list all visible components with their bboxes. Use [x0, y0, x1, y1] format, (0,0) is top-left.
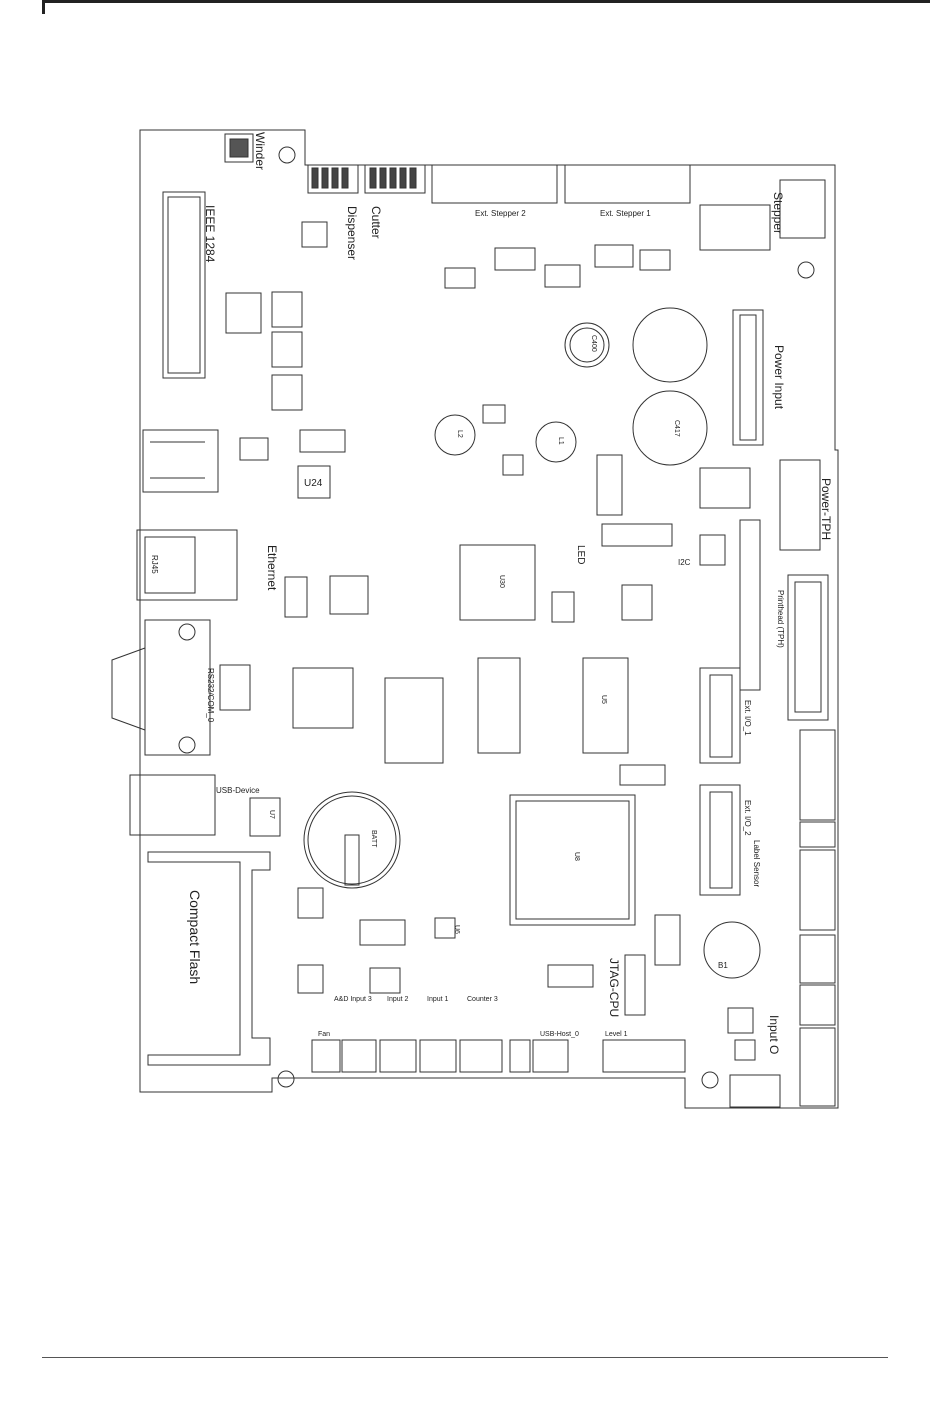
label-c400: C400: [590, 335, 597, 352]
label-ext-io-2: Ext. I/O_2: [743, 800, 752, 836]
label-printhead: Printhead (TPH): [776, 590, 785, 648]
label-l1: L1: [557, 437, 564, 445]
label-u8: U8: [573, 852, 580, 861]
label-cutter: Cutter: [369, 206, 383, 239]
printhead-connector: [787, 574, 829, 721]
input-o-connector: [729, 1074, 781, 1108]
ieee1284-header: [162, 191, 206, 379]
page-top-rule: [42, 0, 930, 14]
label-u6: U6: [453, 925, 460, 934]
chip-u15: [582, 657, 629, 754]
usb-host-0-connector: [509, 1039, 531, 1073]
chip-u8: [509, 794, 636, 926]
power-tph-connector: [779, 459, 821, 551]
ext-io-2-connector: [699, 784, 741, 896]
label-u30: U30: [498, 575, 505, 588]
label-i2c: I2C: [678, 558, 691, 567]
winder-connector: [224, 133, 254, 163]
label-u24: U24: [304, 478, 323, 489]
chip-u24: [297, 465, 331, 499]
label-dispenser: Dispenser: [345, 206, 359, 260]
battery-batt: [303, 791, 401, 889]
label-jtag-cpu: JTAG-CPU: [607, 958, 621, 1017]
input-1-connector: [419, 1039, 457, 1073]
level-1-connector: [602, 1039, 686, 1073]
dispenser-connector: [307, 164, 359, 194]
mount-hole: [277, 1070, 295, 1088]
label-stepper: Stepper: [771, 192, 785, 234]
chip-u13: [477, 657, 521, 754]
stepper-connector: [779, 179, 826, 239]
inductor-l1: [535, 421, 577, 463]
input-2-connector: [379, 1039, 417, 1073]
label-usb-host: USB-Host_0: [540, 1031, 579, 1038]
label-usb-device: USB-Device: [216, 786, 260, 795]
chip-u18: [292, 667, 354, 729]
label-power-input: Power Input: [772, 345, 786, 410]
label-ieee1284: IEEE 1284: [203, 205, 217, 263]
label-batt: BATT: [370, 830, 377, 848]
label-ext-io-1: Ext. I/O_1: [743, 700, 752, 736]
cutter-connector: [364, 164, 426, 194]
cap-c417: [632, 390, 708, 466]
label-label-sensor: Label Sensor: [752, 840, 761, 887]
label-input-2: Input 2: [387, 996, 409, 1003]
ext-stepper-2-connector: [431, 164, 558, 204]
label-l2: L2: [456, 430, 463, 438]
label-ext-stepper-2: Ext. Stepper 2: [475, 209, 526, 218]
page-bottom-rule: [42, 1357, 888, 1358]
label-ethernet: Ethernet: [265, 545, 279, 591]
label-input-o: Input O: [767, 1015, 781, 1054]
label-power-tph: Power-TPH: [819, 478, 833, 540]
label-ad-input-3: A&D Input 3: [334, 996, 372, 1003]
label-level-1: Level 1: [605, 1031, 628, 1038]
level-1a-connector: [532, 1039, 569, 1073]
cap-c416: [632, 307, 708, 383]
ad-input-3-connector: [341, 1039, 377, 1073]
board-outline: [139, 129, 839, 1109]
label-winder: Winder: [253, 132, 267, 170]
rj45-connector: [136, 529, 238, 601]
label-fan: Fan: [318, 1031, 330, 1038]
mount-hole: [701, 1071, 719, 1089]
label-ext-stepper-1: Ext. Stepper 1: [600, 209, 651, 218]
label-led: LED: [575, 545, 586, 564]
ext-stepper-1-connector: [564, 164, 691, 204]
power-input-connector: [732, 309, 764, 446]
label-compact-flash: Compact Flash: [187, 890, 203, 984]
label-u5: U5: [600, 695, 607, 704]
chip-u30: [459, 544, 536, 621]
mount-hole: [797, 261, 815, 279]
usb-device-connector: [129, 774, 216, 836]
chip-u35: [384, 677, 444, 764]
inductor-l2: [434, 414, 476, 456]
cap-c400: [564, 322, 610, 368]
ext-io-1-connector: [699, 667, 741, 764]
label-u7: U7: [268, 810, 275, 819]
mount-hole: [278, 146, 296, 164]
buzzer-b1: [703, 921, 761, 979]
label-rs232: RS232/COM_0: [206, 668, 215, 723]
compact-flash-slot: [147, 851, 271, 1066]
fan-connector: [311, 1039, 341, 1073]
label-input-1: Input 1: [427, 996, 449, 1003]
label-rj45: RJ45: [150, 555, 159, 574]
counter-3-connector: [459, 1039, 503, 1073]
label-counter-3: Counter 3: [467, 996, 498, 1003]
label-b1: B1: [718, 961, 728, 970]
label-c417: C417: [673, 420, 680, 437]
rs232-connector: [144, 619, 211, 756]
usb-host-connector: [142, 429, 219, 493]
